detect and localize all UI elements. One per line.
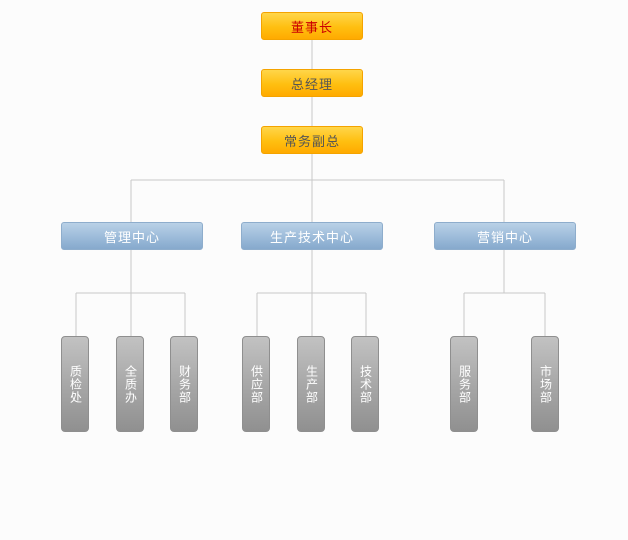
center-label: 营销中心 [476,230,533,246]
dept-box-quality-office: 全质办 [116,336,144,432]
dept-label: 技术部 [358,364,373,404]
general-manager-box: 总经理 [261,69,363,97]
deputy-label: 常务副总 [283,134,340,150]
chairman-box: 董事长 [261,12,363,40]
center-label: 管理中心 [103,230,160,246]
general-manager-label: 总经理 [290,77,333,93]
dept-box-production: 生产部 [297,336,325,432]
dept-label: 市场部 [538,364,553,404]
dept-label: 生产部 [304,364,319,404]
chairman-label: 董事长 [290,20,333,36]
dept-box-market: 市场部 [531,336,559,432]
dept-box-supply: 供应部 [242,336,270,432]
dept-box-technology: 技术部 [351,336,379,432]
dept-label: 质检处 [68,364,83,404]
dept-box-finance: 财务部 [170,336,198,432]
dept-label: 全质办 [123,364,138,404]
dept-label: 供应部 [249,364,264,404]
center-box-production: 生产技术中心 [241,222,383,250]
deputy-box: 常务副总 [261,126,363,154]
center-label: 生产技术中心 [269,230,354,246]
dept-box-service: 服务部 [450,336,478,432]
center-box-management: 管理中心 [61,222,203,250]
dept-label: 服务部 [457,364,472,404]
center-box-marketing: 营销中心 [434,222,576,250]
dept-label: 财务部 [177,364,192,404]
dept-box-quality-inspection: 质检处 [61,336,89,432]
